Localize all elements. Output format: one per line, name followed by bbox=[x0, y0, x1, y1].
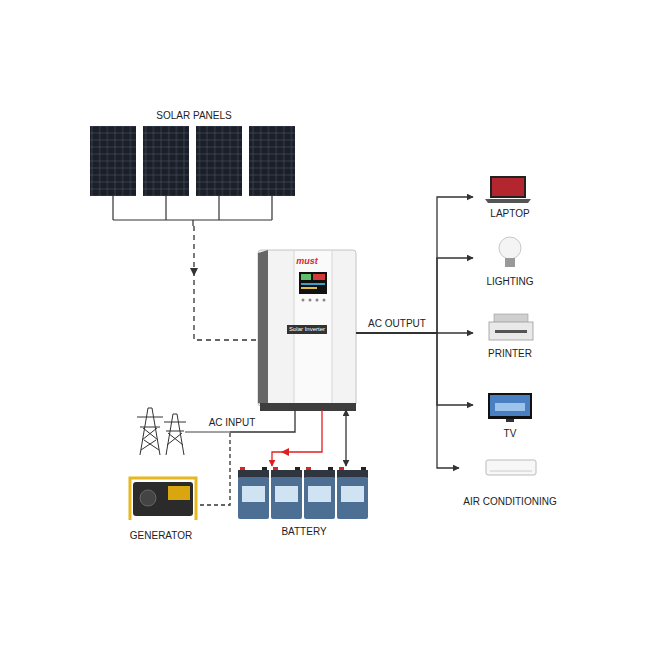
solar-array: SOLAR PANELS bbox=[88, 110, 300, 226]
bulb-icon bbox=[499, 237, 521, 267]
connector-line bbox=[345, 410, 346, 466]
laptop-icon bbox=[485, 176, 531, 203]
load-item: TV bbox=[474, 390, 546, 440]
load-item: LIGHTING bbox=[474, 234, 546, 288]
inverter-housing bbox=[258, 250, 356, 411]
grid-towers bbox=[137, 408, 230, 455]
node-text: PRINTER bbox=[488, 348, 532, 360]
connector bbox=[200, 410, 295, 505]
printer-icon bbox=[489, 314, 533, 340]
node-text: must bbox=[296, 256, 318, 267]
battery-item: BATTERY bbox=[236, 466, 372, 538]
solar-panels bbox=[90, 126, 295, 226]
node-text: SOLAR PANELS bbox=[156, 110, 231, 122]
node-text: AIR CONDITIONING bbox=[463, 496, 556, 508]
connector bbox=[356, 258, 473, 333]
load-item: AIR CONDITIONING bbox=[460, 456, 560, 508]
connector bbox=[346, 410, 347, 466]
node-text: LAPTOP bbox=[490, 208, 529, 220]
node-text: BATTERY bbox=[281, 526, 326, 538]
connector-label: AC OUTPUT bbox=[366, 318, 428, 330]
connector bbox=[356, 197, 473, 333]
node-text: LIGHTING bbox=[486, 276, 533, 288]
tv-icon bbox=[488, 393, 532, 422]
connector-label: AC INPUT bbox=[207, 417, 258, 429]
connector-line bbox=[200, 432, 230, 505]
inverter-box: mustSolar Inverter bbox=[258, 250, 356, 410]
battery-bank bbox=[238, 467, 368, 519]
connector bbox=[272, 410, 322, 466]
generator-item: GENERATOR bbox=[122, 472, 200, 542]
connector-line bbox=[356, 333, 473, 405]
connector-line bbox=[194, 226, 258, 340]
air-conditioner-icon bbox=[486, 460, 536, 475]
connector bbox=[356, 333, 459, 468]
load-item: LAPTOP bbox=[474, 172, 546, 220]
node-text: TV bbox=[504, 428, 517, 440]
connector-line bbox=[272, 410, 322, 466]
connector-line bbox=[356, 197, 473, 333]
connector-line bbox=[356, 258, 473, 333]
node-text: GENERATOR bbox=[130, 530, 192, 542]
load-item: PRINTER bbox=[474, 312, 546, 360]
generator-icon bbox=[130, 478, 196, 520]
connector bbox=[190, 226, 258, 340]
node-text: Solar Inverter bbox=[287, 325, 327, 334]
connector bbox=[356, 333, 473, 405]
connector-line bbox=[356, 333, 459, 468]
